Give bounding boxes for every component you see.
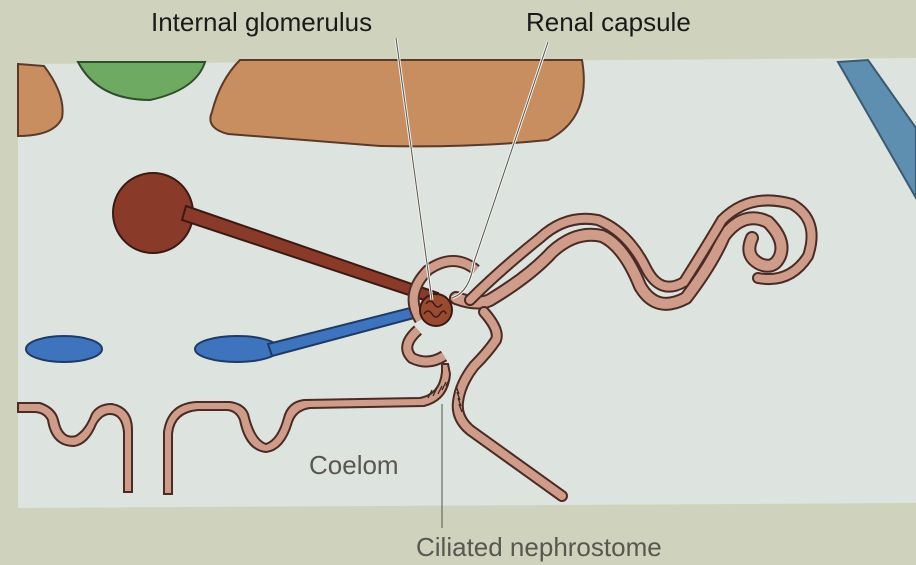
label-renal-capsule: Renal capsule [526,9,691,35]
vein-right [195,336,279,362]
label-coelom: Coelom [309,452,399,478]
label-internal-glomerulus: Internal glomerulus [151,9,372,35]
label-ciliated-nephrostome: Ciliated nephrostome [416,534,662,560]
vein-left [26,336,102,362]
internal-glomerulus-knot [420,294,452,326]
dorsal-aorta [113,173,193,253]
